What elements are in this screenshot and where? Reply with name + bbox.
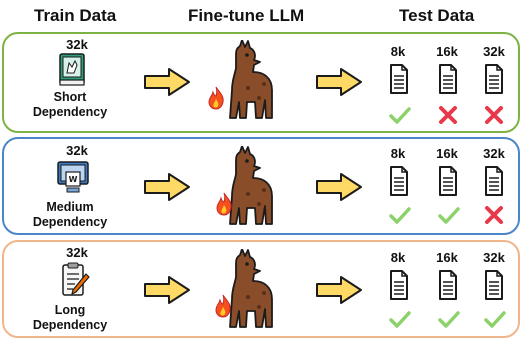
medium-dependency-panel	[2, 137, 520, 235]
dependency-level: Long	[54, 303, 86, 317]
check-icon	[389, 206, 411, 224]
dependency-label: Long Dependency	[15, 303, 125, 333]
test-length: 32k	[483, 44, 505, 59]
arrow-right-icon	[142, 67, 192, 97]
document-icon	[484, 64, 504, 94]
dependency-word: Dependency	[32, 105, 108, 119]
document-icon	[484, 166, 504, 196]
dependency-word: Dependency	[32, 318, 108, 332]
clipboard-pen-icon	[60, 262, 90, 298]
llama-icon	[214, 249, 278, 331]
finetune-llm-header: Fine-tune LLM	[188, 6, 305, 25]
monitor-document-icon: W	[57, 160, 89, 194]
check-icon	[438, 310, 460, 328]
arrow-right-icon	[314, 275, 364, 305]
check-icon	[484, 310, 506, 328]
check-icon	[389, 106, 411, 124]
document-icon	[389, 166, 409, 196]
flame-icon	[207, 86, 225, 110]
test-data-header: Test Data	[399, 6, 475, 25]
flame-icon	[214, 294, 232, 318]
test-length: 32k	[483, 146, 505, 161]
cross-icon	[438, 106, 458, 124]
train-data-header: Train Data	[34, 6, 117, 25]
test-length: 16k	[436, 250, 458, 265]
arrow-right-icon	[314, 67, 364, 97]
test-length: 32k	[483, 250, 505, 265]
test-length: 16k	[436, 44, 458, 59]
short-dependency-panel	[2, 32, 520, 133]
arrow-right-icon	[314, 172, 364, 202]
train-context-length: 32k	[66, 245, 88, 260]
flame-icon	[215, 192, 233, 216]
document-icon	[389, 270, 409, 300]
llama-icon	[214, 40, 278, 122]
check-icon	[438, 206, 460, 224]
arrow-right-icon	[142, 172, 192, 202]
train-context-length: 32k	[66, 143, 88, 158]
dependency-word: Dependency	[32, 215, 108, 229]
cross-icon	[484, 106, 504, 124]
dependency-level: Short	[53, 90, 87, 104]
test-length: 8k	[390, 44, 406, 59]
long-dependency-panel	[2, 240, 520, 338]
document-icon	[438, 64, 458, 94]
dependency-label: Medium Dependency	[15, 200, 125, 230]
dependency-level: Medium	[46, 200, 94, 214]
test-length: 16k	[436, 146, 458, 161]
document-icon	[438, 270, 458, 300]
arrow-right-icon	[142, 275, 192, 305]
document-icon	[389, 64, 409, 94]
document-icon	[438, 166, 458, 196]
test-length: 8k	[390, 146, 406, 161]
cross-icon	[484, 206, 504, 224]
train-context-length: 32k	[66, 37, 88, 52]
dependency-label: Short Dependency	[15, 90, 125, 120]
book-icon	[58, 53, 88, 87]
document-icon	[484, 270, 504, 300]
svg-text:W: W	[69, 175, 78, 184]
check-icon	[389, 310, 411, 328]
llama-icon	[214, 146, 278, 228]
test-length: 8k	[390, 250, 406, 265]
